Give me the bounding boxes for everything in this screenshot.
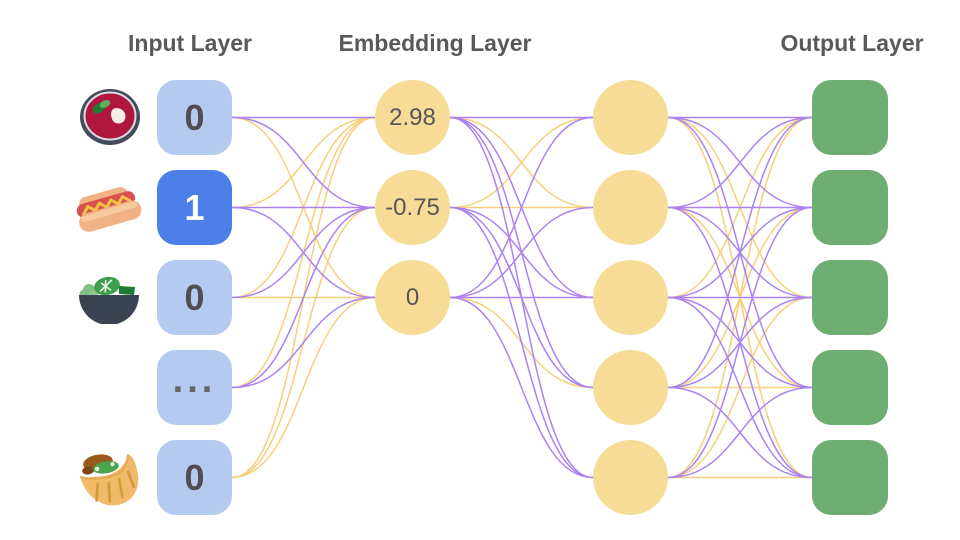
edge bbox=[667, 296, 813, 479]
input-node-value: ... bbox=[172, 359, 217, 401]
hidden-node-2 bbox=[593, 260, 668, 335]
input-node-salad: 0 bbox=[157, 260, 232, 335]
output-node-4 bbox=[812, 440, 888, 515]
output-node-3 bbox=[812, 350, 888, 425]
pita-icon bbox=[77, 446, 141, 512]
edge bbox=[449, 206, 594, 299]
input-node-value: 1 bbox=[184, 186, 205, 228]
input-node-hot-dog: 1 bbox=[157, 170, 232, 245]
edge bbox=[449, 206, 594, 479]
edge bbox=[231, 206, 376, 389]
edge bbox=[449, 116, 594, 209]
edge bbox=[231, 116, 376, 209]
edge bbox=[667, 116, 813, 389]
input-node-value: 0 bbox=[184, 96, 205, 138]
output-node-0 bbox=[812, 80, 888, 155]
salad-icon bbox=[77, 266, 141, 324]
edge bbox=[449, 296, 594, 479]
edge bbox=[449, 116, 594, 299]
embedding-node-2: 0 bbox=[375, 260, 450, 335]
embedding-node-value: -0.75 bbox=[385, 193, 440, 221]
embedding-node-value: 2.98 bbox=[389, 103, 436, 131]
edge bbox=[231, 206, 376, 299]
input-node-pita: 0 bbox=[157, 440, 232, 515]
input-node-ellipsis: ... bbox=[157, 350, 232, 425]
edge bbox=[667, 386, 813, 479]
embedding-node-1: -0.75 bbox=[375, 170, 450, 245]
input-layer-title: Input Layer bbox=[128, 30, 252, 56]
edge bbox=[231, 296, 376, 389]
input-node-borscht: 0 bbox=[157, 80, 232, 155]
edge bbox=[231, 296, 376, 479]
input-node-value: 0 bbox=[184, 276, 205, 318]
output-node-2 bbox=[812, 260, 888, 335]
input-node-value: 0 bbox=[184, 456, 205, 498]
embedding-node-value: 0 bbox=[405, 283, 420, 311]
hidden-node-3 bbox=[593, 350, 668, 425]
output-node-1 bbox=[812, 170, 888, 245]
embedding-layer-title: Embedding Layer bbox=[338, 30, 532, 56]
edge bbox=[667, 206, 813, 479]
hot-dog-icon bbox=[74, 179, 142, 237]
hidden-node-0 bbox=[593, 80, 668, 155]
embedding-node-0: 2.98 bbox=[375, 80, 450, 155]
output-layer-title: Output Layer bbox=[780, 30, 924, 56]
hidden-node-1 bbox=[593, 170, 668, 245]
hidden-node-4 bbox=[593, 440, 668, 515]
edge bbox=[667, 116, 813, 209]
borscht-soup-icon bbox=[78, 88, 142, 146]
